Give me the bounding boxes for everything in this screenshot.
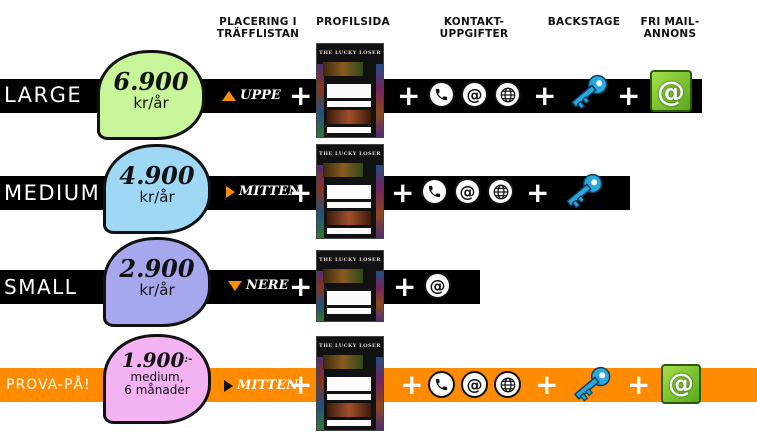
triangle-down-icon: [228, 280, 242, 291]
profile-thumb-title: THE LUCKY LOSER: [318, 50, 382, 56]
header-backstage: BACKSTAGE: [547, 16, 621, 28]
tier-small-placement-label: NERE: [246, 278, 289, 293]
mail-ad-icon: @: [661, 364, 701, 404]
plus-icon: +: [526, 176, 550, 209]
tier-trial-price-bubble: 1.900:- medium, 6 månader: [103, 334, 211, 424]
profile-thumb-title: THE LUCKY LOSER: [318, 151, 382, 157]
triangle-right-icon: [224, 379, 233, 392]
tier-large-placement: UPPE: [222, 88, 281, 103]
phone-icon: [421, 178, 448, 205]
at-icon: @: [657, 74, 685, 108]
tier-large-price: 6.900: [113, 67, 189, 96]
tier-small-placement: NERE: [228, 278, 289, 293]
tier-trial-price: 1.900:-: [121, 348, 193, 372]
plus-icon: +: [400, 368, 424, 401]
globe-icon: [494, 371, 521, 398]
plus-icon: +: [535, 368, 559, 401]
tier-medium-unit: kr/år: [139, 188, 175, 206]
tier-large-placement-label: UPPE: [240, 88, 281, 103]
plus-icon: +: [627, 368, 651, 401]
tier-large-label: LARGE: [4, 83, 83, 107]
profile-thumb-title: THE LUCKY LOSER: [318, 257, 382, 263]
tier-small-label: SMALL: [4, 275, 78, 299]
plus-icon: +: [289, 176, 313, 209]
tier-medium-placement-label: MITTEN: [239, 184, 301, 199]
tier-medium-price: 4.900: [119, 161, 195, 190]
tier-large-profile-thumbnail: THE LUCKY LOSER: [316, 43, 384, 138]
header-profilsida: PROFILSIDA: [316, 16, 390, 28]
at-icon: @: [454, 178, 481, 205]
at-icon: @: [461, 81, 488, 108]
tier-medium-profile-thumbnail: THE LUCKY LOSER: [316, 144, 384, 239]
profile-thumb-title: THE LUCKY LOSER: [318, 343, 382, 349]
at-icon: @: [668, 369, 694, 399]
tier-trial-profile-thumbnail: THE LUCKY LOSER: [316, 336, 384, 431]
triangle-right-icon: [226, 185, 235, 198]
triangle-up-icon: [222, 90, 236, 101]
header-kontakt: KONTAKT-UPPGIFTER: [439, 16, 509, 40]
phone-icon: [428, 81, 455, 108]
plus-icon: +: [289, 368, 313, 401]
plus-icon: +: [289, 270, 313, 303]
tier-trial-placement-label: MITTEN: [237, 378, 299, 393]
globe-icon: [487, 178, 514, 205]
tier-medium-label: MEDIUM: [4, 181, 101, 205]
key-icon: [573, 366, 611, 402]
tier-trial-placement: MITTEN: [224, 378, 298, 393]
plus-icon: +: [289, 79, 313, 112]
tier-small-price-bubble: 2.900 kr/år: [103, 237, 211, 327]
phone-icon: [428, 371, 455, 398]
tier-large-price-bubble: 6.900 kr/år: [97, 50, 205, 140]
plus-icon: +: [533, 79, 557, 112]
tier-small-profile-thumbnail: THE LUCKY LOSER: [316, 250, 384, 322]
tier-small-unit: kr/år: [139, 281, 175, 299]
mail-ad-icon: @: [650, 70, 692, 112]
header-placering: PLACERING I TRÄFFLISTAN: [216, 16, 300, 40]
plus-icon: +: [393, 270, 417, 303]
plus-icon: +: [397, 79, 421, 112]
tier-trial-label: PROVA-PÅ!: [6, 377, 91, 393]
key-icon: [570, 74, 608, 110]
tier-trial-unit-line1: medium,: [130, 370, 184, 384]
at-icon: @: [461, 371, 488, 398]
globe-icon: [494, 81, 521, 108]
tier-small-price: 2.900: [119, 254, 195, 283]
tier-medium-placement: MITTEN: [226, 184, 300, 199]
key-icon: [565, 173, 603, 209]
tier-medium-price-bubble: 4.900 kr/år: [103, 144, 211, 234]
at-icon: @: [424, 272, 451, 299]
header-frimail: FRI MAIL-ANNONS: [640, 16, 700, 40]
tier-trial-unit-line2: 6 månader: [124, 383, 190, 397]
plus-icon: +: [617, 79, 641, 112]
plus-icon: +: [391, 176, 415, 209]
tier-large-unit: kr/år: [133, 94, 169, 112]
